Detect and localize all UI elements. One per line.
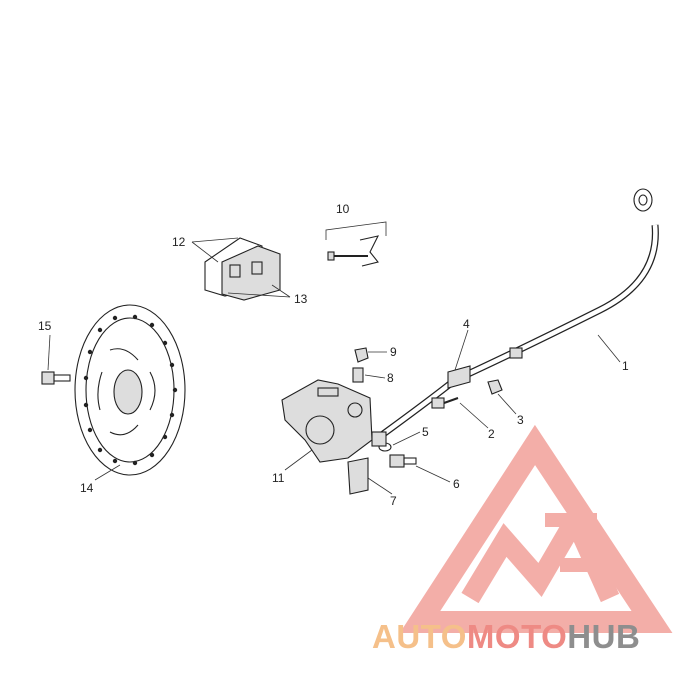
watermark-hub: HUB	[567, 618, 641, 655]
callout-2: 2	[488, 427, 495, 441]
brake-caliper	[281, 379, 373, 463]
callout-10: 10	[336, 202, 350, 216]
callout-7: 7	[390, 494, 397, 508]
watermark-moto: MOTO	[466, 618, 568, 655]
brake-hose	[371, 188, 659, 447]
callout-1: 1	[622, 359, 629, 373]
callout-4: 4	[463, 317, 470, 331]
disc-bolt	[41, 371, 71, 385]
watermark-logo	[399, 424, 673, 633]
callout-11: 11	[272, 471, 285, 485]
banjo-bolt	[378, 442, 417, 468]
callout-3: 3	[517, 413, 524, 427]
watermark-auto: AUTO	[372, 618, 467, 655]
callout-5: 5	[422, 425, 429, 439]
watermark-brand-text: AUTOMOTOHUB	[372, 618, 694, 658]
bleeder-valve	[352, 347, 369, 383]
brake-disc	[74, 304, 186, 476]
leader-lines	[47, 221, 621, 495]
clamp-screw	[431, 397, 459, 409]
callout-9: 9	[390, 345, 397, 359]
callout-12: 12	[172, 235, 186, 249]
callout-13: 13	[294, 292, 308, 306]
callout-15: 15	[38, 319, 52, 333]
hose-clamp	[447, 365, 471, 389]
callout-labels: 1 2 3 4 5 6 7 8 9 10 11 12 13 14 15	[38, 202, 629, 508]
pad-pin-kit	[327, 235, 380, 267]
brake-pads	[204, 237, 281, 301]
clamp-nut	[487, 379, 503, 395]
pad-spring	[347, 457, 369, 495]
callout-6: 6	[453, 477, 460, 491]
callout-14: 14	[80, 481, 94, 495]
callout-8: 8	[387, 371, 394, 385]
